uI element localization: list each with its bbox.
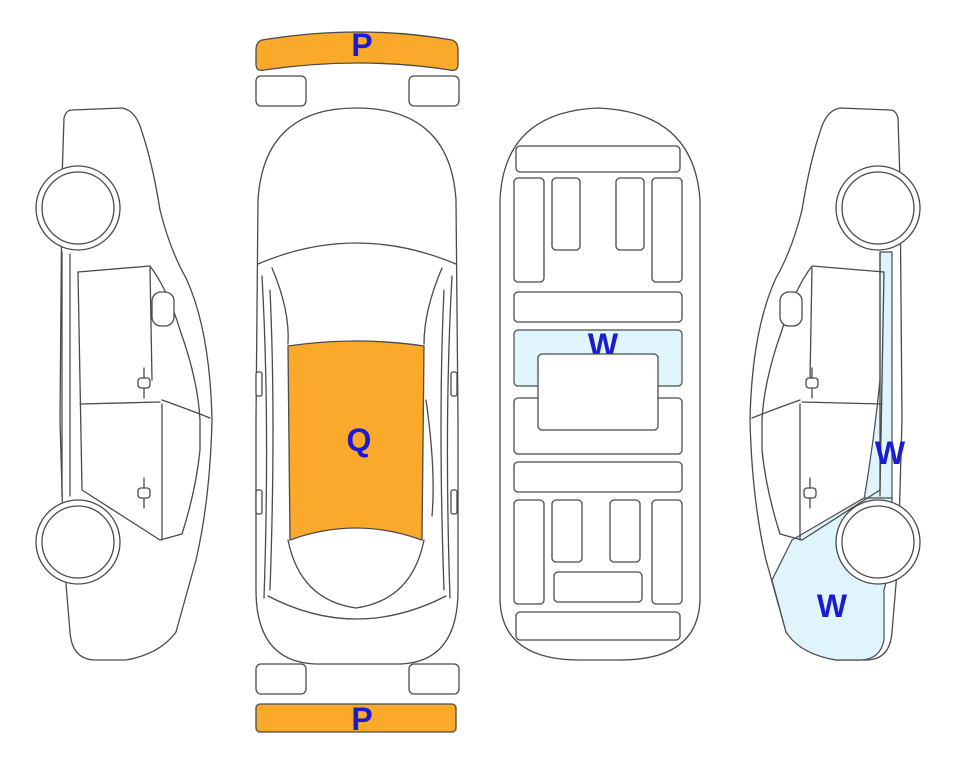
- front-bumper-label: P: [351, 27, 372, 63]
- roof-zone[interactable]: [287, 340, 425, 541]
- right-rear-pillar-label: W: [875, 435, 906, 471]
- rear-left-light: [255, 663, 307, 695]
- right-rear-wheel: [835, 499, 921, 585]
- left-side-view: [35, 107, 213, 661]
- right-rear-quarter-label: W: [817, 588, 848, 624]
- rear-bumper-label: P: [351, 701, 372, 737]
- right-front-wheel: [835, 165, 921, 251]
- left-rear-wheel: [35, 499, 121, 585]
- front-bumper-zone[interactable]: [255, 31, 459, 72]
- rear-bumper-zone[interactable]: [255, 703, 457, 733]
- front-left-light: [255, 75, 307, 107]
- left-front-wheel: [35, 165, 121, 251]
- rear-right-light: [408, 663, 460, 695]
- right-side-view: W W: [749, 107, 921, 661]
- top-view: P Q P: [255, 27, 460, 737]
- roof-label: Q: [347, 422, 372, 458]
- underside-view: W: [499, 107, 701, 661]
- front-right-light: [408, 75, 460, 107]
